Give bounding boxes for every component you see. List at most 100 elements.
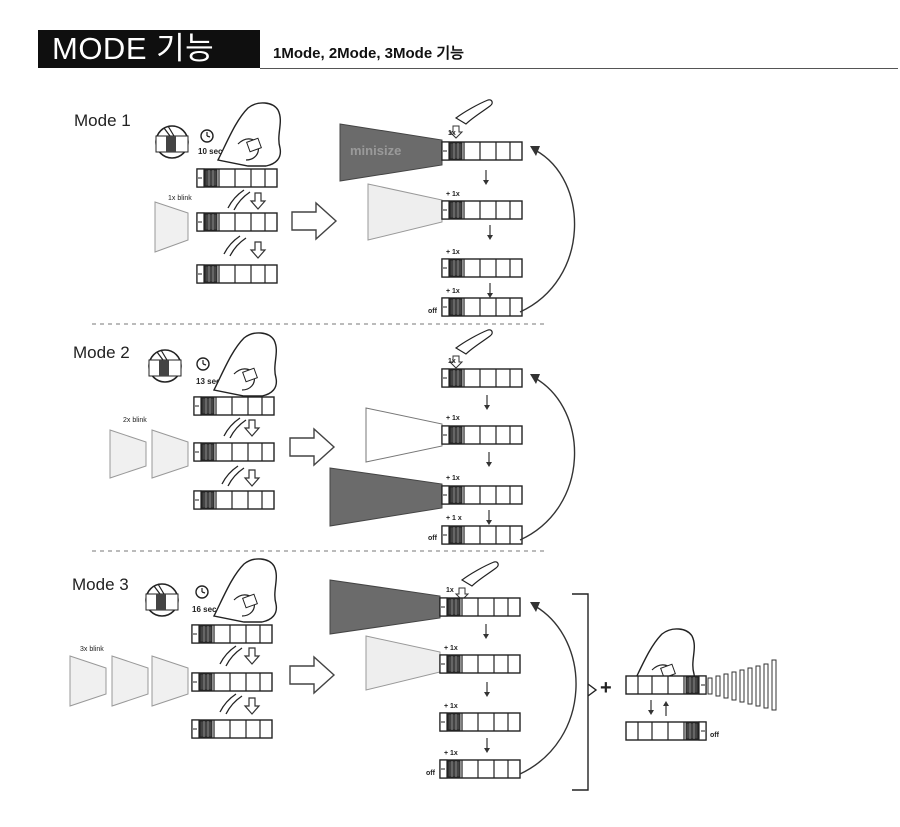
mode-2-blink-label: 2x blink bbox=[123, 417, 147, 424]
mode-2-step-4: + 1 x bbox=[446, 515, 462, 522]
mode-3-torch-step-2 bbox=[439, 654, 521, 674]
mode-1-hollow-arrow-2 bbox=[250, 241, 266, 259]
mode-3-blink-beam-1 bbox=[69, 655, 107, 707]
mode-3-torch-c bbox=[191, 719, 273, 739]
mode-1-beam-full bbox=[339, 123, 443, 182]
mode-3-torch-step-4 bbox=[439, 759, 521, 779]
mode-3-step-arrow-1 bbox=[482, 623, 490, 640]
mode-1-step-arrow-3 bbox=[486, 282, 494, 299]
extra-arrow-down bbox=[647, 699, 655, 716]
mode-1-twist-icon bbox=[227, 189, 251, 211]
mode-2-finger-icon bbox=[449, 329, 493, 369]
mode-2-cycle-arrow bbox=[519, 377, 576, 541]
mode-3-torch-step-1 bbox=[439, 597, 521, 617]
mode-2-step-3: + 1x bbox=[446, 475, 460, 482]
mode-2-step-2: + 1x bbox=[446, 415, 460, 422]
mode-1-step-arrow-2 bbox=[486, 224, 494, 241]
mode-1-step-2: + 1x bbox=[446, 191, 460, 198]
mode-1-step-arrow-1 bbox=[482, 169, 490, 186]
mode-3-blink-beam-3 bbox=[151, 655, 189, 707]
mode-2-clock-icon bbox=[196, 357, 210, 371]
mode-2-section: Mode 2 13 sec 2x blink 1x + 1x + 1x + 1 … bbox=[73, 329, 576, 552]
mode-2-step-1: 1x bbox=[448, 358, 456, 365]
mode-1-cycle-head bbox=[530, 146, 540, 156]
mode-2-big-arrow bbox=[289, 427, 336, 467]
mode-1-finger-icon bbox=[449, 99, 493, 139]
mode-3-step-3: + 1x bbox=[444, 703, 458, 710]
mode-3-zoom bbox=[145, 583, 179, 617]
mode-3-blink-beam-2 bbox=[111, 655, 149, 707]
mode-3-step-1: 1x bbox=[446, 587, 454, 594]
mode-3-step-arrow-2 bbox=[483, 681, 491, 698]
extra-off-label: off bbox=[710, 732, 720, 739]
extra-torch-on bbox=[625, 675, 707, 695]
mode-1-label: Mode 1 bbox=[74, 111, 131, 130]
mode-3-twist-icon bbox=[219, 645, 243, 667]
mode-3-cycle-arrow bbox=[519, 605, 577, 775]
mode-3-hand-icon bbox=[213, 558, 278, 623]
mode-3-twist-icon-2 bbox=[219, 693, 243, 715]
watermark: minisize bbox=[350, 143, 401, 158]
mode-1-step-4: + 1x bbox=[446, 288, 460, 295]
mode-2-step-arrow-1 bbox=[483, 394, 491, 411]
mode-2-hand-icon bbox=[213, 332, 278, 397]
mode-1-twist-icon-2 bbox=[223, 235, 247, 257]
mode-3-finger-icon bbox=[455, 561, 499, 601]
mode-2-twist-icon-2 bbox=[221, 465, 245, 487]
page-title: MODE 기능 bbox=[38, 30, 260, 68]
page-subtitle: 1Mode, 2Mode, 3Mode 기능 bbox=[273, 45, 464, 62]
extra-plus-sign: + bbox=[600, 677, 612, 699]
mode-2-torch-step-4 bbox=[441, 525, 523, 545]
mode-1-torch-a bbox=[196, 168, 278, 188]
mode-3-step-4: + 1x bbox=[444, 750, 458, 757]
mode-2-torch-b bbox=[193, 442, 275, 462]
mode-2-step-arrow-2 bbox=[485, 451, 493, 468]
mode-1-beam-low bbox=[367, 183, 443, 241]
mode-2-off-label: off bbox=[428, 535, 438, 542]
mode-2-step-arrow-3 bbox=[485, 509, 493, 526]
extra-torch-off bbox=[625, 721, 707, 741]
mode-2-blink-beam-2 bbox=[151, 429, 189, 479]
mode-2-beam-low bbox=[365, 407, 443, 463]
mode-3-timer: 16 sec bbox=[192, 605, 217, 614]
extra-beam-rings bbox=[707, 659, 777, 711]
mode-1-section: Mode 1 10 sec 1x blink minisize 1x + 1x … bbox=[74, 99, 576, 325]
mode-1-step-3: + 1x bbox=[446, 249, 460, 256]
mode-1-torch-b bbox=[196, 212, 278, 232]
mode-2-timer: 13 sec bbox=[196, 377, 221, 386]
mode-3-hollow-arrow-1 bbox=[244, 647, 260, 665]
mode-1-zoom bbox=[155, 125, 189, 159]
mode-3-beam-full bbox=[329, 579, 441, 635]
mode-1-step-1: 1x bbox=[448, 130, 456, 137]
mode-1-hollow-arrow-1 bbox=[250, 192, 266, 210]
mode-1-torch-step-3 bbox=[441, 258, 523, 278]
mode-2-torch-step-2 bbox=[441, 425, 523, 445]
mode-3-blink-label: 3x blink bbox=[80, 646, 104, 653]
mode-3-section: Mode 3 16 sec 3x blink 1x + 1x + 1x + 1x… bbox=[69, 558, 777, 791]
mode-1-blink-beam-1 bbox=[154, 201, 189, 253]
mode-3-big-arrow bbox=[289, 655, 336, 695]
mode-1-big-arrow bbox=[291, 201, 338, 241]
mode-3-cycle-head bbox=[530, 602, 540, 612]
extra-arrow-up bbox=[662, 700, 670, 717]
mode-2-torch-a bbox=[193, 396, 275, 416]
mode-2-zoom bbox=[148, 349, 182, 383]
mode-2-hollow-arrow-1 bbox=[244, 419, 260, 437]
mode-3-step-2: + 1x bbox=[444, 645, 458, 652]
mode-3-torch-step-3 bbox=[439, 712, 521, 732]
mode-1-timer: 10 sec bbox=[198, 147, 223, 156]
mode-1-clock-icon bbox=[200, 129, 214, 143]
mode-2-torch-step-3 bbox=[441, 485, 523, 505]
mode-1-torch-step-2 bbox=[441, 200, 523, 220]
mode-1-cycle-arrow bbox=[519, 149, 576, 313]
mode-2-beam-full bbox=[329, 467, 443, 527]
mode-2-hollow-arrow-2 bbox=[244, 469, 260, 487]
mode-3-torch-a bbox=[191, 624, 273, 644]
mode-2-twist-icon bbox=[223, 417, 247, 439]
mode-2-cycle-head bbox=[530, 374, 540, 384]
mode-3-off-label: off bbox=[426, 770, 436, 777]
mode-1-torch-c bbox=[196, 264, 278, 284]
mode-3-bracket bbox=[572, 593, 598, 791]
header-divider bbox=[260, 68, 898, 69]
